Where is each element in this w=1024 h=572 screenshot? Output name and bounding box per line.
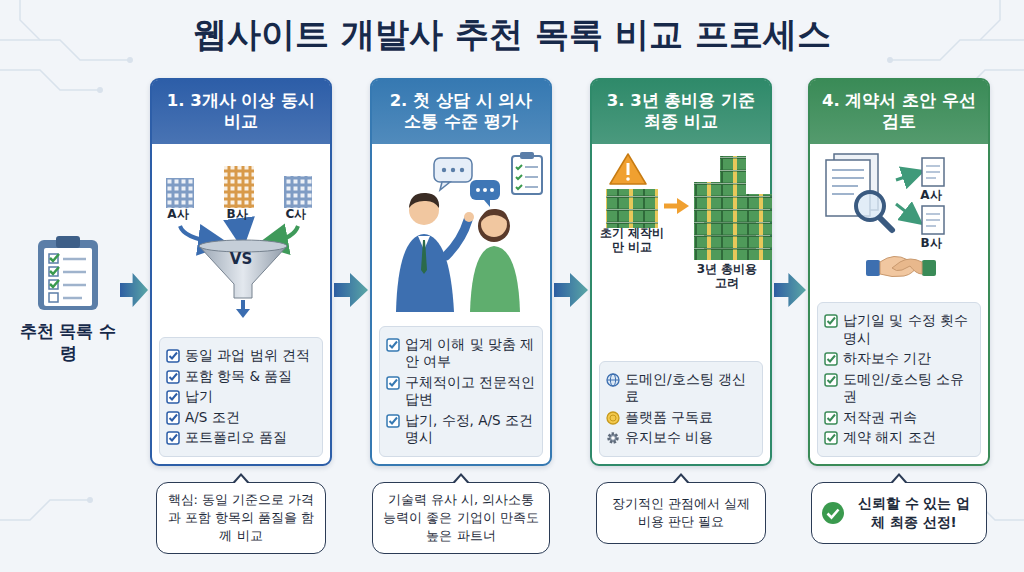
summary-callout: 신뢰할 수 있는 업체 최종 선정! [811,482,987,544]
illustration-label: B사 [226,207,247,221]
checklist-text: 포함 항목 & 품질 [185,368,292,386]
check-icon [386,376,400,390]
illustration-label: C사 [286,207,307,221]
check-icon [166,431,180,445]
checklist-text: A/S 조건 [185,409,240,427]
gear-icon [606,431,620,445]
check-icon [824,352,838,366]
checklist-item: 포트폴리오 품질 [166,429,316,447]
diagram-title: 웹사이트 개발사 추천 목록 비교 프로세스 [0,14,1024,55]
checklist-text: 도메인/호스팅 소유권 [843,371,974,406]
checklist-item: 납기, 수정, A/S 조건 명시 [386,412,536,447]
check-icon [166,349,180,363]
checklist-text: 유지보수 비용 [625,429,713,447]
checklist-text: 납기, 수정, A/S 조건 명시 [405,412,536,447]
checklist-item: 납기 [166,388,316,406]
callout-text: 기술력 유사 시, 의사소통 능력이 좋은 기업이 만족도 높은 파트너 [382,491,540,545]
checklist-text: 동일 과업 범위 견적 [185,347,310,365]
approved-icon [821,501,845,525]
step-card: 4. 계약서 초안 우선 검토납기일 및 수정 횟수 명시하자보수 기간도메인/… [808,78,990,466]
check-icon [824,431,838,445]
step-title: 4. 계약서 초안 우선 검토 [820,91,978,132]
check-icon [166,370,180,384]
check-icon [166,390,180,404]
flow-arrow [334,273,368,307]
checklist-text: 도메인/호스팅 갱신료 [625,371,756,406]
checklist-item: 계약 해지 조건 [824,429,974,447]
step-header: 4. 계약서 초안 우선 검토 [810,80,988,144]
start-node: 추천 목록 수령 [18,234,118,364]
illustration-label: B사 [920,236,941,250]
checklist-item: 플랫폼 구독료 [606,409,756,427]
check-icon [386,414,400,428]
summary-callout: 핵심: 동일 기준으로 가격과 포함 항목의 품질을 함께 비교 [156,482,326,554]
checklist-text: 저작권 귀속 [843,409,917,427]
checklist-text: 납기 [185,388,213,406]
checklist-text: 플랫폼 구독료 [625,409,713,427]
checklist-box: 업계 이해 및 맞춤 제안 여부구체적이고 전문적인 답변납기, 수정, A/S… [379,326,543,457]
coin-icon [606,411,620,425]
globe-icon [606,373,620,387]
step-header: 3. 3년 총비용 기준 최종 비교 [592,80,770,144]
checklist-text: 업계 이해 및 맞춤 제안 여부 [405,336,536,371]
check-icon [824,314,838,328]
illustration-label: A사 [167,207,188,221]
checklist-item: 도메인/호스팅 소유권 [824,371,974,406]
illustration-label: A사 [920,188,941,202]
flow-arrow [774,273,806,307]
checklist-box: 납기일 및 수정 횟수 명시하자보수 기간도메인/호스팅 소유권저작권 귀속계약… [817,302,981,457]
summary-callout: 기술력 유사 시, 의사소통 능력이 좋은 기업이 만족도 높은 파트너 [372,482,550,554]
callout-text: 장기적인 관점에서 실제 비용 판단 필요 [606,495,756,531]
flow-arrow [120,273,148,307]
start-label: 추천 목록 수령 [18,320,118,364]
checklist-item: 업계 이해 및 맞춤 제안 여부 [386,336,536,371]
checklist-item: 구체적이고 전문적인 답변 [386,374,536,409]
checklist-text: 계약 해지 조건 [843,429,936,447]
clipboard-icon [36,234,100,312]
checklist-text: 하자보수 기간 [843,350,931,368]
step-card: 2. 첫 상담 시 의사소통 수준 평가업계 이해 및 맞춤 제안 여부구체적이… [370,78,552,466]
checklist-item: 동일 과업 범위 견적 [166,347,316,365]
checklist-text: 포트폴리오 품질 [185,429,287,447]
step-title: 1. 3개사 이상 동시 비교 [162,91,320,132]
illustration-label: 3년 총비용 고려 [693,262,761,291]
check-icon [166,411,180,425]
checklist-item: 유지보수 비용 [606,429,756,447]
vs-mark: VS [230,250,252,268]
step-header: 2. 첫 상담 시 의사소통 수준 평가 [372,80,550,144]
checklist-item: 도메인/호스팅 갱신료 [606,371,756,406]
check-icon [386,338,400,352]
checklist-text: 구체적이고 전문적인 답변 [405,374,536,409]
summary-callout: 장기적인 관점에서 실제 비용 판단 필요 [596,482,766,544]
check-icon [824,373,838,387]
step-header: 1. 3개사 이상 동시 비교 [152,80,330,144]
checklist-item: 하자보수 기간 [824,350,974,368]
checklist-item: A/S 조건 [166,409,316,427]
checklist-box: 동일 과업 범위 견적포함 항목 & 품질납기 A/S 조건포트폴리오 품질 [159,337,323,457]
checklist-box: 도메인/호스팅 갱신료플랫폼 구독료유지보수 비용 [599,361,763,457]
flow-arrow [554,273,588,307]
callout-text: 핵심: 동일 기준으로 가격과 포함 항목의 품질을 함께 비교 [166,491,316,545]
checklist-text: 납기일 및 수정 횟수 명시 [843,312,974,347]
checklist-item: 납기일 및 수정 횟수 명시 [824,312,974,347]
checklist-item: 포함 항목 & 품질 [166,368,316,386]
step-title: 3. 3년 총비용 기준 최종 비교 [602,91,760,132]
step-card: 1. 3개사 이상 동시 비교동일 과업 범위 견적포함 항목 & 품질납기 A/… [150,78,332,466]
check-icon [824,411,838,425]
checklist-item: 저작권 귀속 [824,409,974,427]
step-title: 2. 첫 상담 시 의사소통 수준 평가 [382,91,540,132]
callout-text: 신뢰할 수 있는 업체 최종 선정! [851,494,977,531]
illustration-label: 초기 제작비만 비교 [597,226,667,255]
